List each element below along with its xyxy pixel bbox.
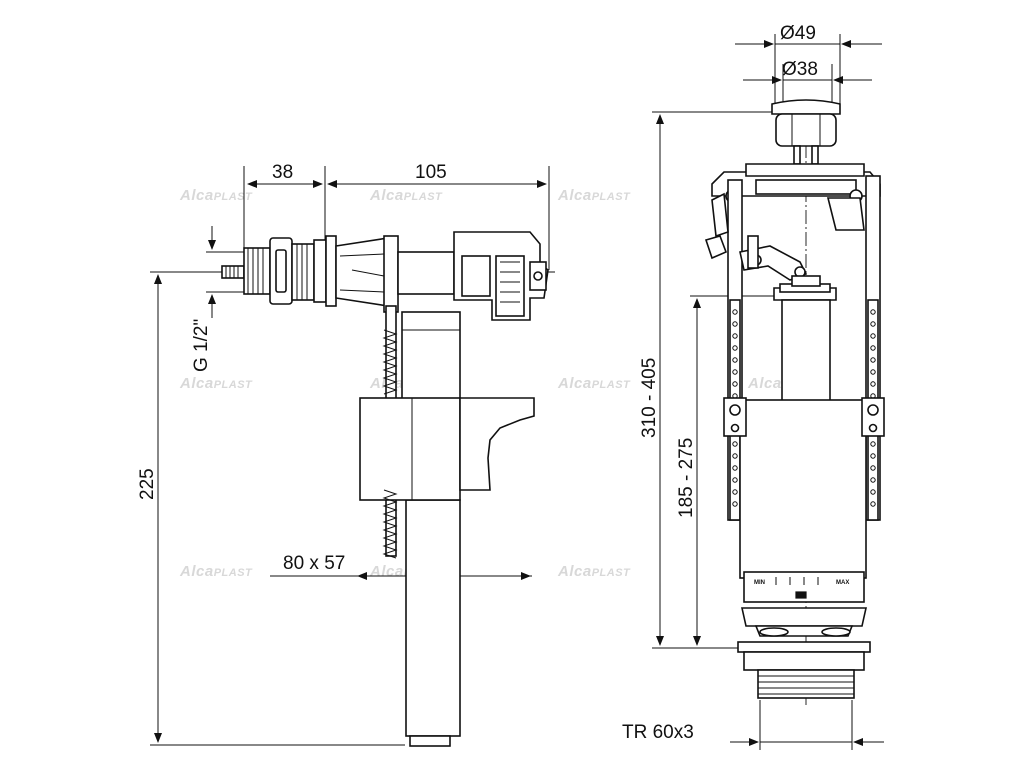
dimension-225: 225 [137,271,405,746]
watermark: AlcaPLAST [557,563,631,580]
flush-valve-base [737,607,871,699]
svg-text:AlcaPLAST: AlcaPLAST [557,563,631,580]
dimension-label-diameter-38: Ø38 [782,59,818,80]
dimension-label-225: 225 [137,468,158,500]
dimension-label-diameter-49: Ø49 [780,23,816,44]
watermark: AlcaPLAST [557,187,631,204]
watermark: AlcaPLAST [179,563,253,580]
overflow-tube [773,275,837,403]
push-button [771,99,841,165]
dimension-label-float: 80 x 57 [283,553,345,574]
dimension-label-38: 38 [272,162,293,183]
scale-label-max: MAX [836,580,849,586]
dimension-diameter-38: Ø38 [743,59,872,104]
dimension-label-thread: G 1/2" [191,319,212,372]
dimension-label-thread-tr: TR 60x3 [622,722,694,743]
adjustment-spring [382,329,398,559]
dimension-label-height-total: 310 - 405 [639,358,660,438]
svg-text:AlcaPLAST: AlcaPLAST [179,375,253,392]
svg-text:AlcaPLAST: AlcaPLAST [369,187,443,204]
watermark: AlcaPLAST [179,187,253,204]
dimension-105: 105 [327,162,550,270]
dimension-height-overflow: 185 - 275 [676,295,780,646]
fill-valve-tube [401,311,461,747]
fill-valve: 38 105 G 1/2" 225 80 x 57 [137,162,555,747]
inlet-connector [221,235,337,307]
dimension-diameter-49: Ø49 [735,23,882,106]
scale-label-min: MIN [754,580,765,586]
watermark: AlcaPLAST [557,375,631,392]
watermark: AlcaPLAST [369,187,443,204]
flush-valve-body: MIN MAX [723,397,885,603]
svg-text:AlcaPLAST: AlcaPLAST [179,563,253,580]
dimension-height-total: 310 - 405 [639,111,775,649]
dimension-thread: G 1/2" [191,226,246,372]
dimension-label-105: 105 [415,162,447,183]
dimension-38: 38 [243,162,326,248]
float [359,397,535,501]
dimension-label-height-overflow: 185 - 275 [676,438,697,518]
svg-text:AlcaPLAST: AlcaPLAST [179,187,253,204]
dimension-thread-tr: TR 60x3 [622,700,884,750]
watermark: AlcaPLAST [179,375,253,392]
svg-text:AlcaPLAST: AlcaPLAST [557,187,631,204]
flush-valve: Ø49 Ø38 310 - 405 185 - 275 [622,23,885,750]
svg-text:AlcaPLAST: AlcaPLAST [557,375,631,392]
